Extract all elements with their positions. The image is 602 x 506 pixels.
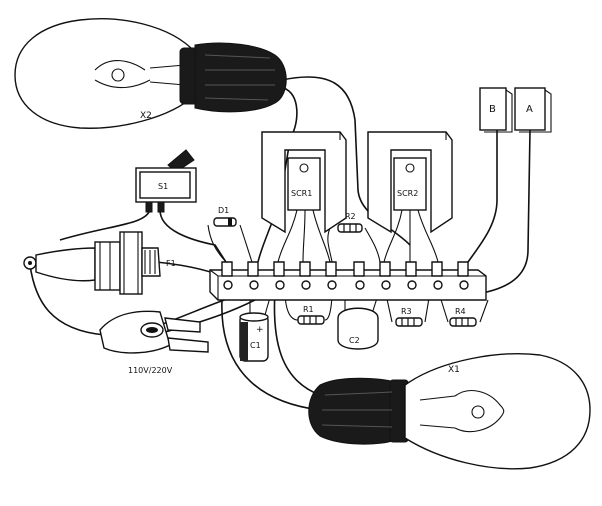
label-c1: C1 [250, 341, 261, 350]
label-a: A [526, 104, 533, 115]
terminal-screws [223, 280, 469, 290]
lamp-x2: X2 [14, 18, 287, 129]
label-voltage: 110V/220V [128, 366, 173, 375]
scr2: SCR2 [393, 157, 427, 211]
terminal-a: A [514, 87, 552, 133]
lamp-x1: X1 [308, 353, 591, 470]
label-c1-polarity: + [256, 325, 264, 335]
label-f1: F1 [166, 259, 176, 268]
label-r2: R2 [345, 212, 356, 221]
bulb-icon [14, 18, 196, 129]
resistor-r1: R1 [297, 305, 325, 325]
label-x1: X1 [448, 365, 460, 375]
terminal-lugs [221, 261, 469, 277]
label-r1: R1 [303, 305, 314, 314]
lamp-socket-icon [308, 377, 409, 445]
label-r4: R4 [455, 307, 466, 316]
label-b: B [489, 104, 496, 115]
bulb-icon [404, 353, 591, 470]
label-scr1: SCR1 [291, 189, 312, 198]
lamp-socket-icon [179, 42, 287, 113]
terminal-strip [209, 261, 487, 301]
scr1-heatsink [261, 131, 347, 234]
resistor-r2: R2 [337, 212, 363, 233]
diode-d1: D1 [213, 206, 237, 227]
switch-s1: S1 [135, 149, 197, 213]
label-s1: S1 [158, 182, 168, 191]
fuse-f1: F1 [23, 231, 176, 295]
label-x2: X2 [140, 111, 152, 121]
capacitor-c1: + C1 [239, 312, 269, 362]
label-r3: R3 [401, 307, 412, 316]
resistor-r3: R3 [395, 307, 423, 327]
label-d1: D1 [218, 206, 229, 215]
label-c2: C2 [349, 336, 360, 345]
scr2-heatsink [367, 131, 453, 234]
capacitor-c2: C2 [337, 307, 379, 350]
scr1: SCR1 [287, 157, 321, 211]
power-plug: 110V/220V [99, 310, 209, 375]
label-scr2: SCR2 [397, 189, 418, 198]
resistor-r4: R4 [449, 307, 477, 327]
terminal-b: B [479, 87, 513, 133]
